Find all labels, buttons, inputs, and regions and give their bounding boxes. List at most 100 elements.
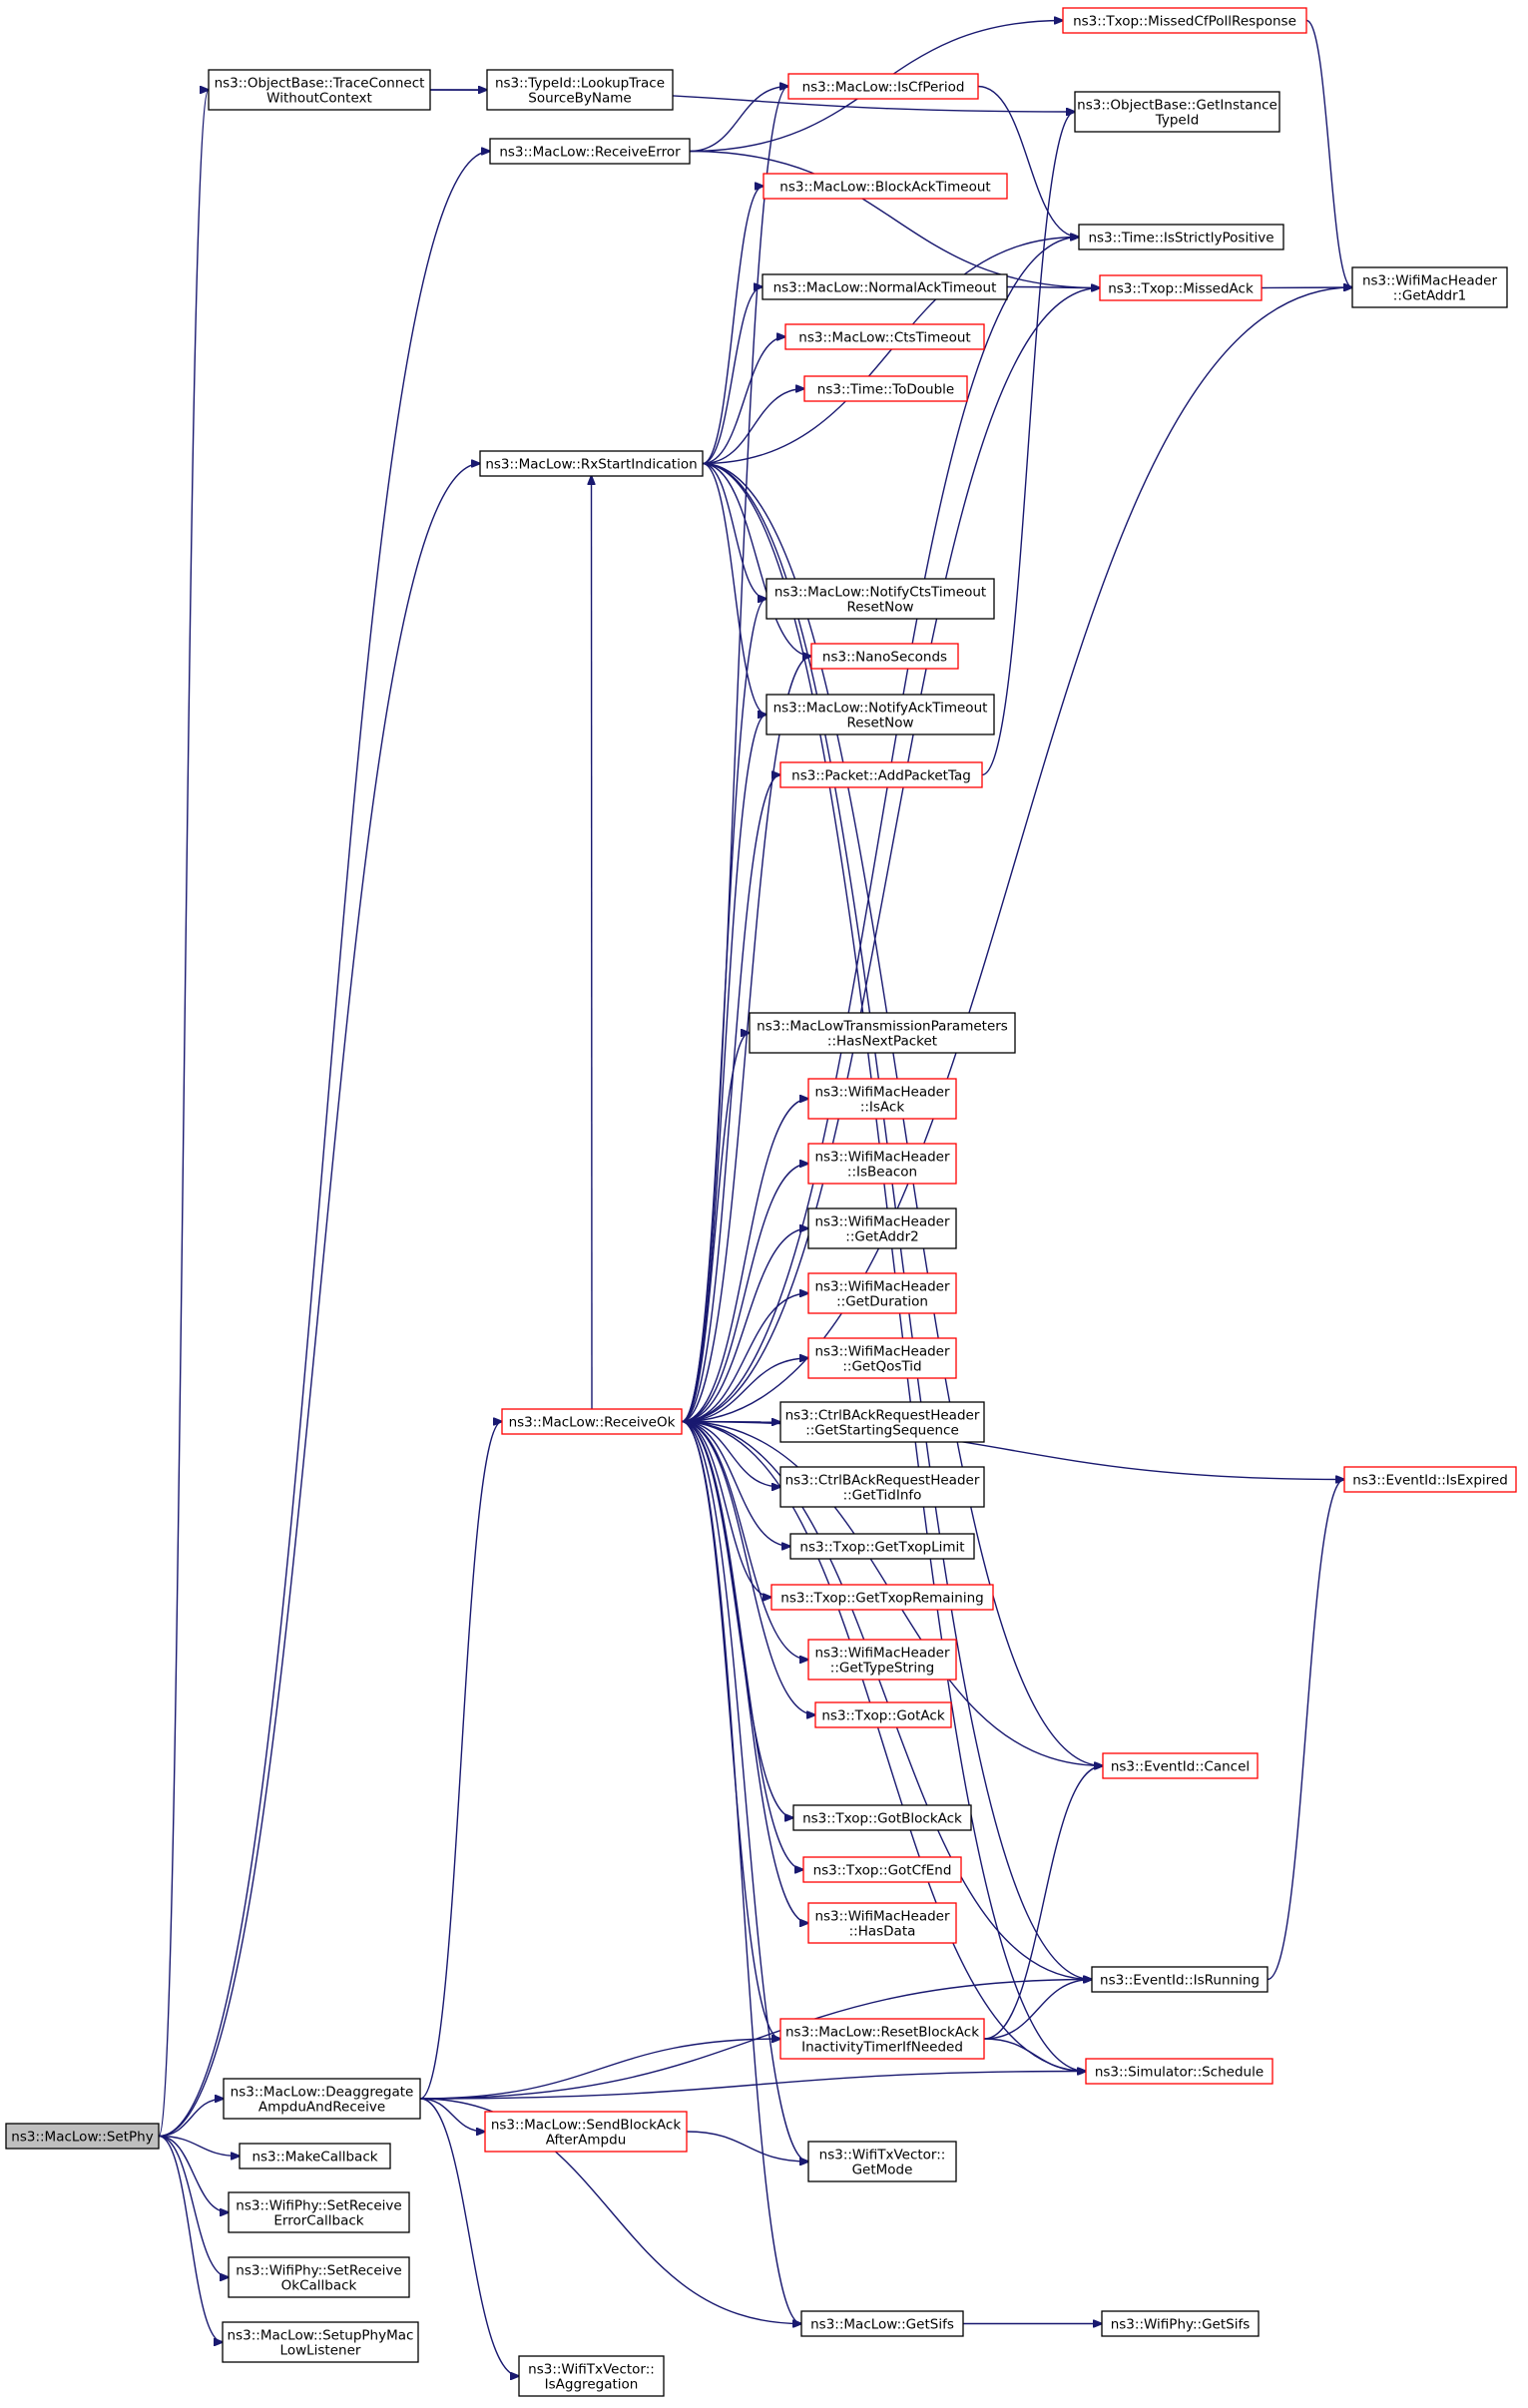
node-label-line: ns3::WifiMacHeader [814, 1646, 950, 1662]
node-label-line: ns3::Simulator::Schedule [1095, 2065, 1264, 2081]
node-label-line: ResetNow [846, 600, 913, 616]
node-isaggregation[interactable]: ns3::WifiTxVector::IsAggregation [518, 2355, 665, 2397]
node-label-line: ns3::MacLow::ReceiveOk [509, 1415, 676, 1431]
node-missedack[interactable]: ns3::Txop::MissedAck [1099, 274, 1263, 301]
node-gettypestring[interactable]: ns3::WifiMacHeader::GetTypeString [807, 1639, 957, 1681]
node-label-line: ns3::Txop::GetTxopRemaining [780, 1591, 983, 1607]
node-gotblockack[interactable]: ns3::Txop::GotBlockAck [792, 1804, 972, 1831]
node-gotcfend[interactable]: ns3::Txop::GotCfEnd [802, 1856, 962, 1883]
node-label-line: ns3::ObjectBase::GetInstance [1077, 98, 1277, 114]
node-todouble[interactable]: ns3::Time::ToDouble [803, 375, 968, 402]
node-addpackettag[interactable]: ns3::Packet::AddPacketTag [779, 761, 983, 788]
node-getqostid[interactable]: ns3::WifiMacHeader::GetQosTid [807, 1337, 957, 1379]
node-gettxopremaining[interactable]: ns3::Txop::GetTxopRemaining [770, 1584, 994, 1611]
edge-rxstart-to-blockacktimeout [702, 187, 764, 465]
node-box [1062, 7, 1307, 34]
node-box [802, 1856, 962, 1883]
node-label-line: ns3::MacLow::ReceiveError [499, 145, 681, 161]
node-resetblockack[interactable]: ns3::MacLow::ResetBlockAckInactivityTime… [779, 2018, 985, 2060]
node-box [501, 1408, 683, 1435]
node-label-line: ns3::Time::IsStrictlyPositive [1088, 231, 1273, 246]
node-iscfperiod[interactable]: ns3::MacLow::IsCfPeriod [787, 73, 979, 100]
edge-receiveok-to-rxstart [592, 476, 593, 1410]
edge-receiveerror-to-iscfperiod [689, 87, 788, 153]
node-label-line: ns3::MacLow::NotifyCtsTimeout [774, 585, 986, 601]
node-gettxoplimit[interactable]: ns3::Txop::GetTxopLimit [789, 1533, 975, 1560]
node-setphy[interactable]: ns3::MacLow::SetPhy [5, 2123, 160, 2150]
node-label-line: ns3::WifiTxVector:: [528, 2362, 655, 2378]
node-receiveerror[interactable]: ns3::MacLow::ReceiveError [489, 138, 691, 165]
edge-receiveok-to-hasnextpacket [681, 1033, 750, 1423]
node-getmode[interactable]: ns3::WifiTxVector::GetMode [807, 2141, 957, 2182]
node-label-line: ns3::MacLow::BlockAckTimeout [779, 180, 990, 196]
node-nanoseconds[interactable]: ns3::NanoSeconds [810, 643, 959, 670]
node-box [770, 1584, 994, 1611]
node-schedule[interactable]: ns3::Simulator::Schedule [1085, 2058, 1273, 2085]
node-label-line: ns3::MacLow::SetPhy [11, 2130, 153, 2146]
node-getstartingseq[interactable]: ns3::CtrlBAckRequestHeader::GetStartingS… [779, 1401, 985, 1443]
node-label-line: ns3::MacLow::SetupPhyMac [228, 2328, 414, 2344]
node-traceconnect[interactable]: ns3::ObjectBase::TraceConnectWithoutCont… [208, 69, 431, 111]
node-box [807, 1207, 957, 1249]
node-isrunning[interactable]: ns3::EventId::IsRunning [1091, 1966, 1269, 1993]
node-gotack[interactable]: ns3::Txop::GotAck [814, 1701, 952, 1728]
node-isstrictlypositive[interactable]: ns3::Time::IsStrictlyPositive [1078, 224, 1284, 250]
node-iseexpired[interactable]: ns3::EventId::IsExpired [1343, 1466, 1517, 1493]
node-label-line: ns3::Txop::MissedAck [1108, 281, 1254, 297]
node-normalacktimeout[interactable]: ns3::MacLow::NormalAckTimeout [762, 273, 1008, 300]
node-getaddr2[interactable]: ns3::WifiMacHeader::GetAddr2 [807, 1207, 957, 1249]
node-getaddr1[interactable]: ns3::WifiMacHeader::GetAddr1 [1351, 266, 1508, 308]
node-isack[interactable]: ns3::WifiMacHeader::IsAck [807, 1078, 957, 1120]
edge-receiveok-to-getqostid [681, 1358, 808, 1423]
node-box [779, 761, 983, 788]
edge-receiveok-to-hasdata [681, 1420, 808, 1924]
node-label-line: ns3::MacLowTransmissionParameters [757, 1019, 1008, 1035]
node-label-line: IsAggregation [545, 2377, 639, 2393]
node-getduration[interactable]: ns3::WifiMacHeader::GetDuration [807, 1272, 957, 1314]
node-getsifs[interactable]: ns3::MacLow::GetSifs [800, 2310, 964, 2337]
node-box [765, 694, 995, 735]
node-cancel[interactable]: ns3::EventId::Cancel [1102, 1752, 1259, 1779]
edge-missedcfpoll-to-getaddr1 [1305, 19, 1352, 288]
node-label-line: InactivityTimerIfNeeded [801, 2040, 963, 2056]
node-box [1351, 266, 1508, 308]
node-box [803, 375, 968, 402]
node-box [486, 69, 674, 111]
node-hasnextpacket[interactable]: ns3::MacLowTransmissionParameters::HasNe… [749, 1012, 1016, 1054]
node-isbeacon[interactable]: ns3::WifiMacHeader::IsBeacon [807, 1143, 957, 1185]
node-ctstimeout[interactable]: ns3::MacLow::CtsTimeout [784, 323, 985, 350]
node-box [1099, 274, 1263, 301]
node-blockacktimeout[interactable]: ns3::MacLow::BlockAckTimeout [763, 173, 1008, 200]
node-label-line: ns3::Txop::GetTxopLimit [799, 1540, 964, 1556]
node-gettidinfo[interactable]: ns3::CtrlBAckRequestHeader::GetTidInfo [779, 1466, 985, 1508]
node-label-line: ns3::EventId::Cancel [1111, 1759, 1250, 1775]
node-label-line: ns3::MacLow::IsCfPeriod [802, 80, 965, 96]
node-receiveok[interactable]: ns3::MacLow::ReceiveOk [501, 1408, 683, 1435]
node-makecallback[interactable]: ns3::MakeCallback [239, 2143, 391, 2169]
node-box [479, 450, 704, 477]
node-box [807, 1272, 957, 1314]
node-label-line: ns3::WifiTxVector:: [819, 2148, 946, 2164]
node-missedcfpoll[interactable]: ns3::Txop::MissedCfPollResponse [1062, 7, 1307, 34]
node-hasdata[interactable]: ns3::WifiMacHeader::HasData [807, 1902, 957, 1944]
edge-setphy-to-setupphymac [158, 2135, 223, 2343]
node-rxstart[interactable]: ns3::MacLow::RxStartIndication [479, 450, 704, 477]
node-label-line: ns3::MakeCallback [252, 2150, 377, 2166]
node-phygetsifs[interactable]: ns3::WifiPhy::GetSifs [1101, 2310, 1260, 2337]
node-box [807, 1078, 957, 1120]
edge-receiveok-to-gettidinfo [681, 1420, 780, 1488]
node-label-line: ns3::WifiMacHeader [814, 1344, 950, 1360]
edge-setphy-to-traceconnect [158, 90, 209, 2138]
node-box [807, 1639, 957, 1681]
node-box [223, 2078, 421, 2120]
node-box [1074, 91, 1280, 133]
